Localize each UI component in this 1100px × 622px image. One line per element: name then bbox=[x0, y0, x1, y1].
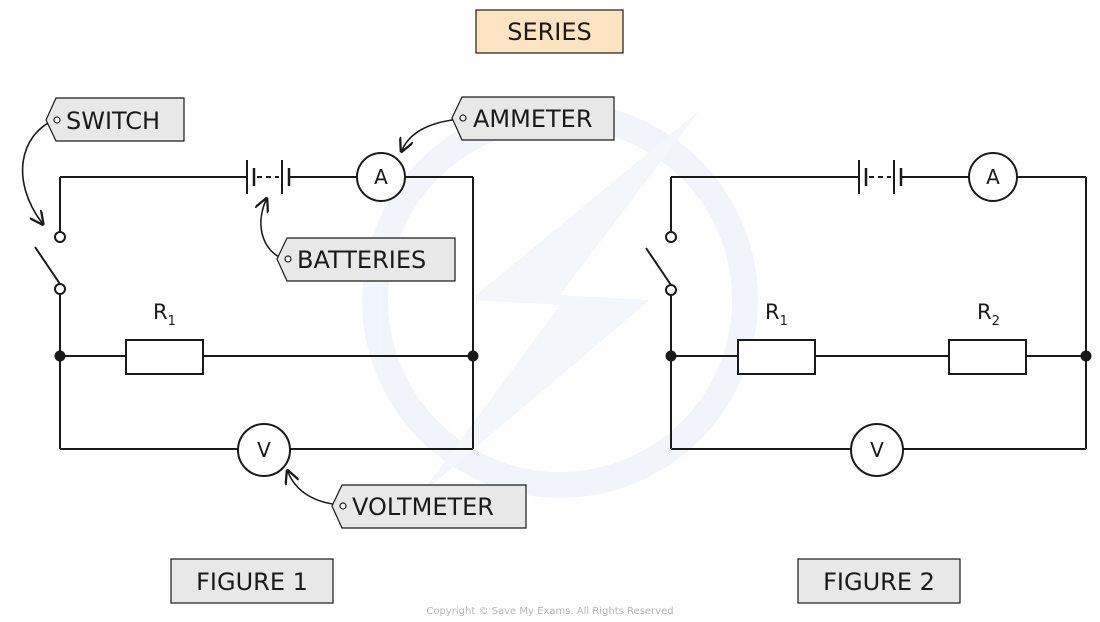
ammeter-callout-label: AMMETER bbox=[473, 105, 593, 133]
switch-symbol bbox=[645, 231, 677, 296]
figure-1-circuit bbox=[34, 152, 479, 477]
batteries-callout-label: BATTERIES bbox=[297, 246, 426, 274]
ammeter-label: A bbox=[374, 165, 388, 189]
callout-arrows bbox=[21, 118, 461, 506]
switch-callout: SWITCH bbox=[45, 97, 185, 142]
figure-2-caption: FIGURE 2 bbox=[823, 568, 935, 596]
watermark-logo bbox=[362, 102, 758, 498]
switch-callout-label: SWITCH bbox=[66, 107, 160, 135]
resistor-r1-symbol bbox=[737, 339, 816, 375]
ammeter-symbol bbox=[356, 152, 406, 202]
voltmeter-arrow bbox=[288, 472, 342, 506]
ammeter-callout: AMMETER bbox=[451, 96, 615, 141]
resistor-r2-label: R2 bbox=[977, 300, 1000, 329]
ammeter-label: A bbox=[986, 165, 1000, 189]
junction-dot bbox=[467, 350, 479, 362]
resistor-r2-symbol bbox=[948, 339, 1027, 375]
figure-2-caption-box: FIGURE 2 bbox=[797, 558, 961, 604]
ammeter-arrow bbox=[402, 118, 461, 150]
title-box: SERIES bbox=[475, 9, 624, 54]
battery-symbol bbox=[858, 160, 903, 194]
batteries-callout: BATTERIES bbox=[276, 237, 456, 282]
resistor-r1-label: R1 bbox=[153, 300, 176, 329]
voltmeter-label: V bbox=[257, 438, 271, 462]
voltmeter-callout-label: VOLTMETER bbox=[352, 493, 494, 521]
figure-2-circuit bbox=[645, 152, 1092, 477]
resistor-r1-label: R1 bbox=[765, 300, 788, 329]
resistor-r1-symbol bbox=[125, 339, 204, 375]
voltmeter-symbol bbox=[850, 423, 904, 477]
figure-1-caption: FIGURE 1 bbox=[196, 568, 308, 596]
ammeter-symbol bbox=[968, 152, 1018, 202]
switch-symbol bbox=[34, 231, 66, 295]
page-title: SERIES bbox=[507, 18, 592, 46]
voltmeter-label: V bbox=[870, 438, 884, 462]
junction-dot bbox=[54, 350, 66, 362]
switch-arrow bbox=[21, 119, 55, 223]
copyright-notice: Copyright © Save My Exams. All Rights Re… bbox=[426, 606, 673, 617]
battery-symbol bbox=[246, 160, 291, 194]
junction-dot bbox=[1080, 350, 1092, 362]
figure-1-caption-box: FIGURE 1 bbox=[170, 558, 334, 604]
voltmeter-callout: VOLTMETER bbox=[331, 484, 527, 529]
junction-dot bbox=[665, 350, 677, 362]
voltmeter-symbol bbox=[237, 423, 291, 477]
